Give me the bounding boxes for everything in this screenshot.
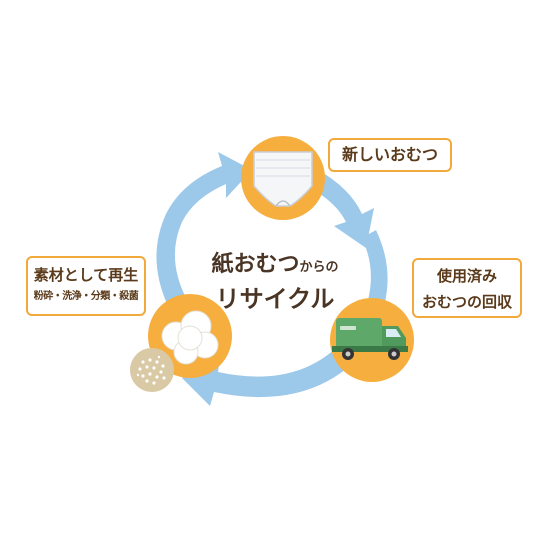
arrow-new-to-collection <box>310 170 374 248</box>
center-title-line1: 紙おむつからの <box>190 250 360 283</box>
arrow-collection-to-recycle <box>182 348 352 406</box>
center-title: 紙おむつからの リサイクル <box>190 250 360 315</box>
label-recycle-line1: 素材として再生 <box>33 266 139 284</box>
label-collection: 使用済み おむつの回収 <box>412 258 522 318</box>
diaper-icon <box>253 151 313 207</box>
center-title-line2: リサイクル <box>215 285 335 313</box>
diaper-node <box>241 136 325 220</box>
truck-node <box>330 298 414 382</box>
center-title-small: からの <box>299 260 339 275</box>
pulp-granules-icon <box>130 348 174 392</box>
label-new-diaper-text: 新しいおむつ <box>341 145 438 164</box>
label-recycle-line2: 粉砕・洗浄・分類・殺菌 <box>33 291 139 302</box>
label-collection-line1: 使用済み <box>436 267 497 285</box>
garbage-truck-icon <box>332 318 408 360</box>
label-recycle: 素材として再生 粉砕・洗浄・分類・殺菌 <box>26 256 146 316</box>
cotton-icon <box>161 310 219 365</box>
ring-right-segment <box>362 230 388 306</box>
label-new-diaper: 新しいおむつ <box>328 138 452 172</box>
label-collection-line2: おむつの回収 <box>421 293 512 311</box>
arrow-recycle-to-new <box>156 152 252 306</box>
cycle-arrows <box>156 152 388 406</box>
center-title-main: 紙おむつ <box>211 252 300 277</box>
